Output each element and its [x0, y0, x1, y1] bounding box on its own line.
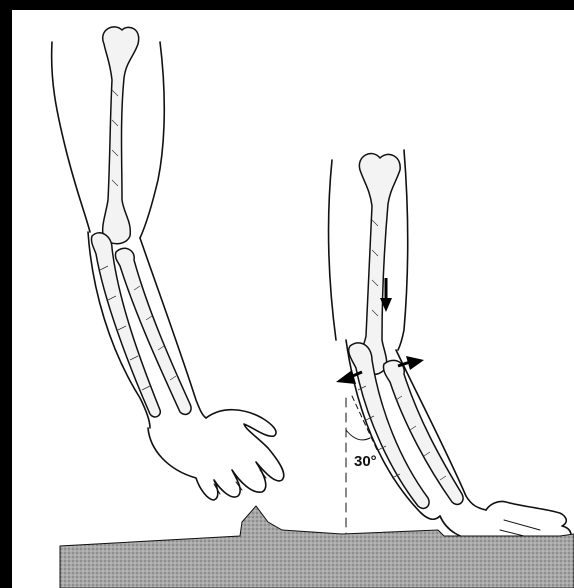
- angle-label: 30°: [354, 453, 377, 470]
- paper-background: [12, 10, 574, 588]
